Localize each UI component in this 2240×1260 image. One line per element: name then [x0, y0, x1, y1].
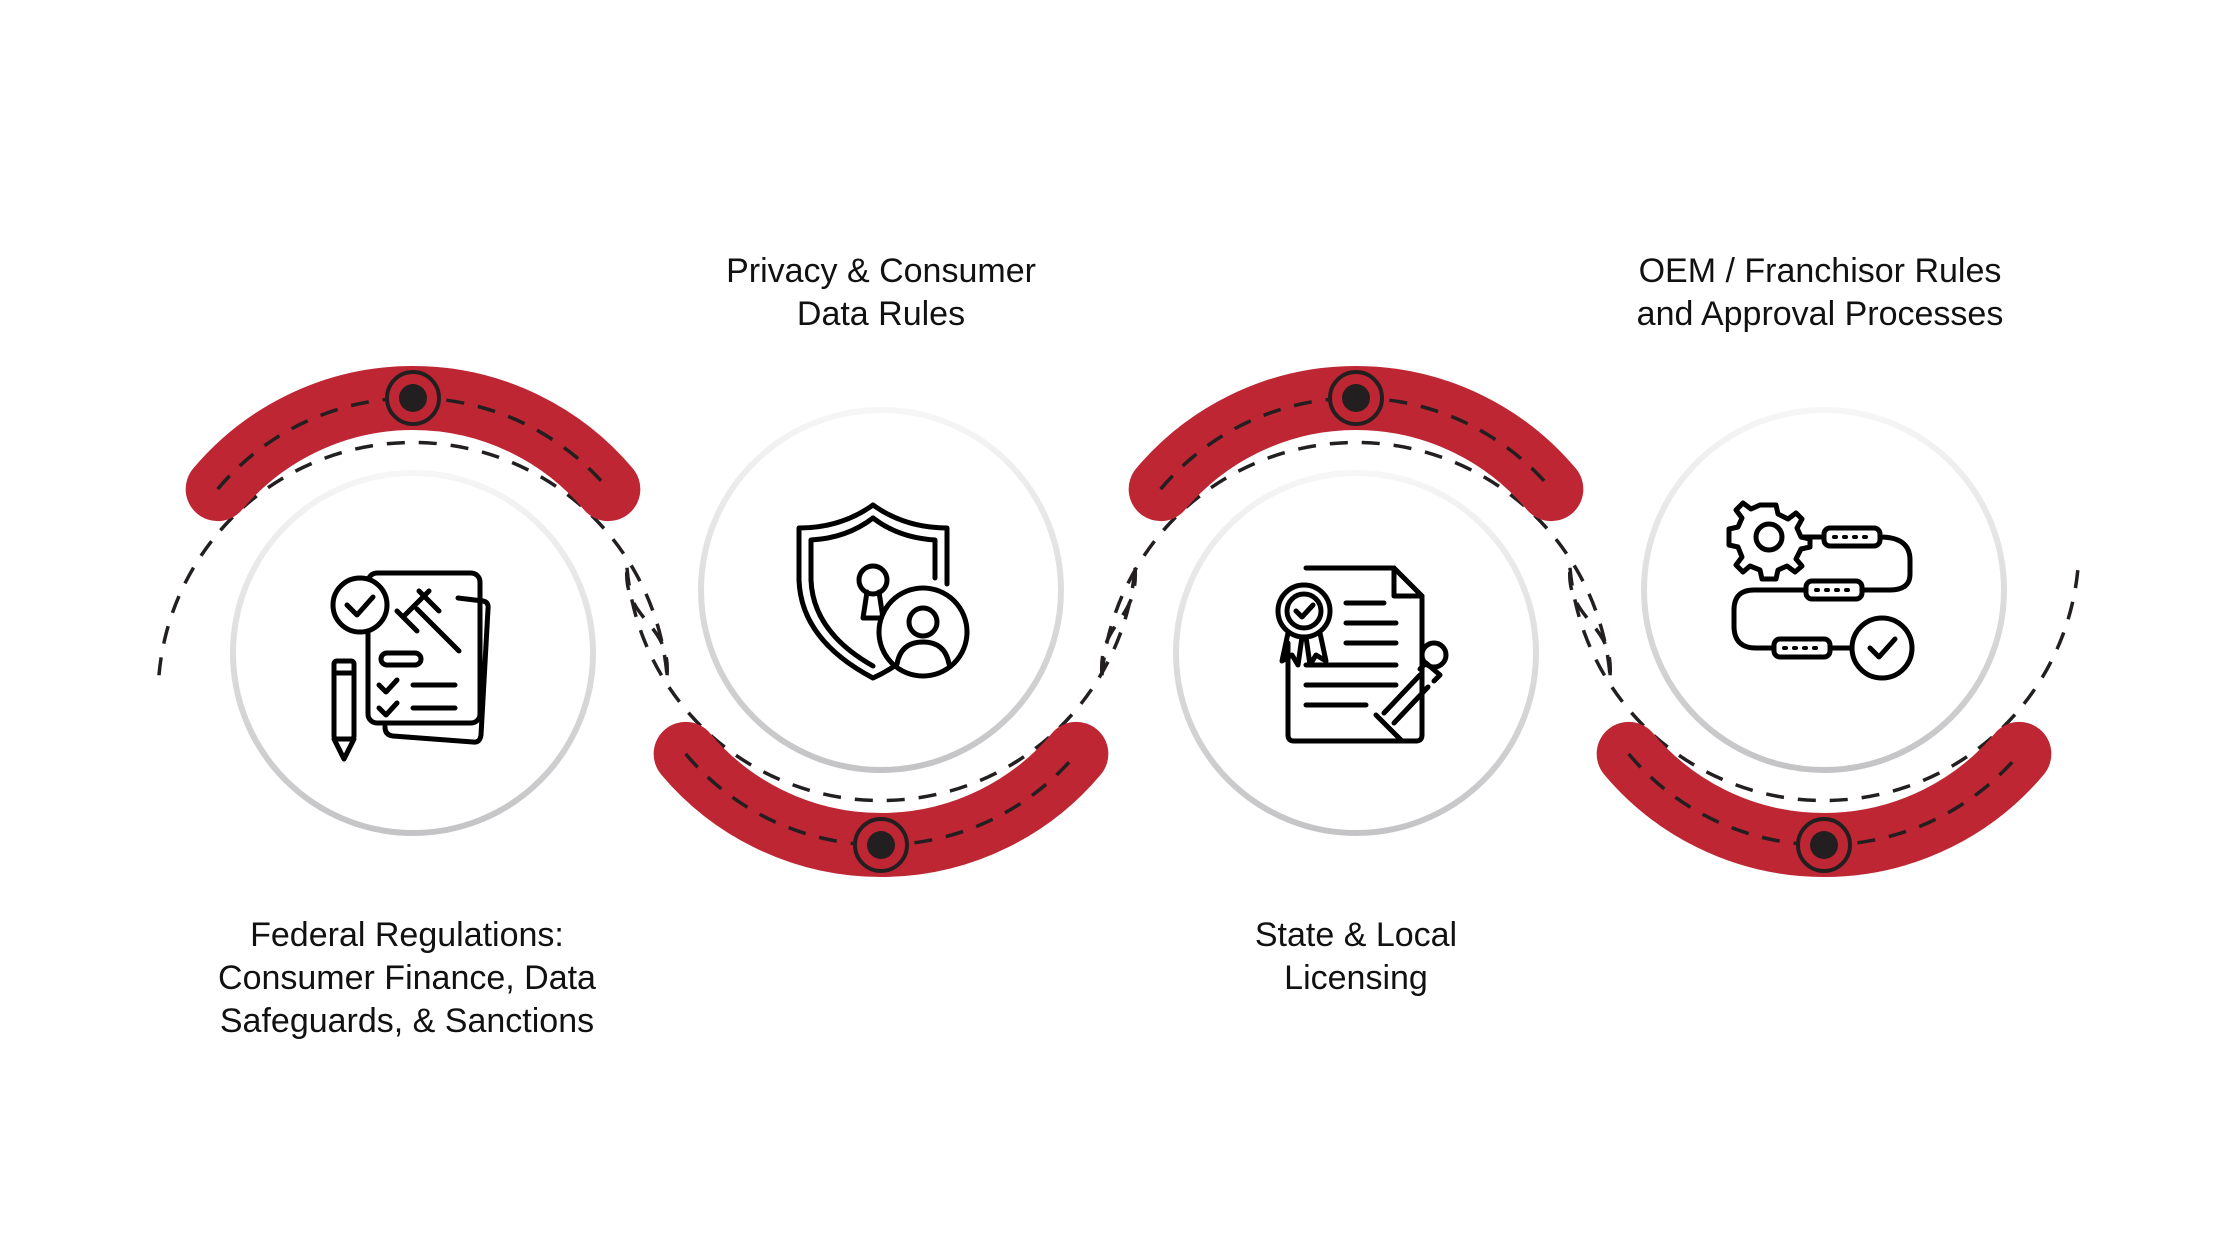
label-line: and Approval Processes	[1636, 295, 2004, 333]
step-label-oem-franchisor-rules: OEM / Franchisor Rules and Approval Proc…	[1560, 250, 2080, 336]
marker-ring-icon	[385, 370, 441, 426]
label-line: Licensing	[1284, 959, 1428, 997]
dashed-arc-overlay	[684, 752, 1078, 847]
dashed-arc-overlay	[1627, 752, 2021, 847]
shield-keyhole-user-icon	[796, 502, 970, 681]
certificate-stamp-icon	[1275, 565, 1449, 744]
marker-dot-icon	[867, 831, 895, 859]
marker-ring-icon	[1796, 817, 1852, 873]
label-line: Federal Regulations:	[250, 916, 564, 954]
marker-dot-icon	[1810, 831, 1838, 859]
step-label-privacy-consumer-data: Privacy & Consumer Data Rules	[621, 250, 1141, 336]
marker-dot-icon	[1342, 384, 1370, 412]
label-line: Data Rules	[796, 295, 966, 333]
legal-document-gavel-icon	[330, 570, 491, 762]
label-line: Safeguards, & Sanctions	[219, 1002, 595, 1040]
dashed-connector	[1568, 567, 1612, 676]
label-line: OEM / Franchisor Rules	[1638, 252, 2002, 290]
gear-workflow-check-icon	[1726, 500, 1915, 681]
step-label-state-local-licensing: State & Local Licensing	[1096, 914, 1616, 1000]
marker-ring-icon	[1328, 370, 1384, 426]
dashed-connector	[625, 567, 669, 676]
marker-ring-icon	[853, 817, 909, 873]
label-line: Consumer Finance, Data	[218, 959, 596, 997]
label-line: State & Local	[1254, 916, 1458, 954]
dashed-arc-overlay	[1159, 396, 1553, 491]
dashed-connector-path	[157, 440, 2080, 803]
step-label-federal-regulations: Federal Regulations: Consumer Finance, D…	[147, 914, 667, 1043]
step-circle	[1173, 470, 1539, 836]
dashed-connector	[1100, 567, 1137, 676]
label-line: Privacy & Consumer	[726, 252, 1036, 290]
marker-dot-icon	[399, 384, 427, 412]
dashed-arc-overlay	[216, 396, 610, 491]
